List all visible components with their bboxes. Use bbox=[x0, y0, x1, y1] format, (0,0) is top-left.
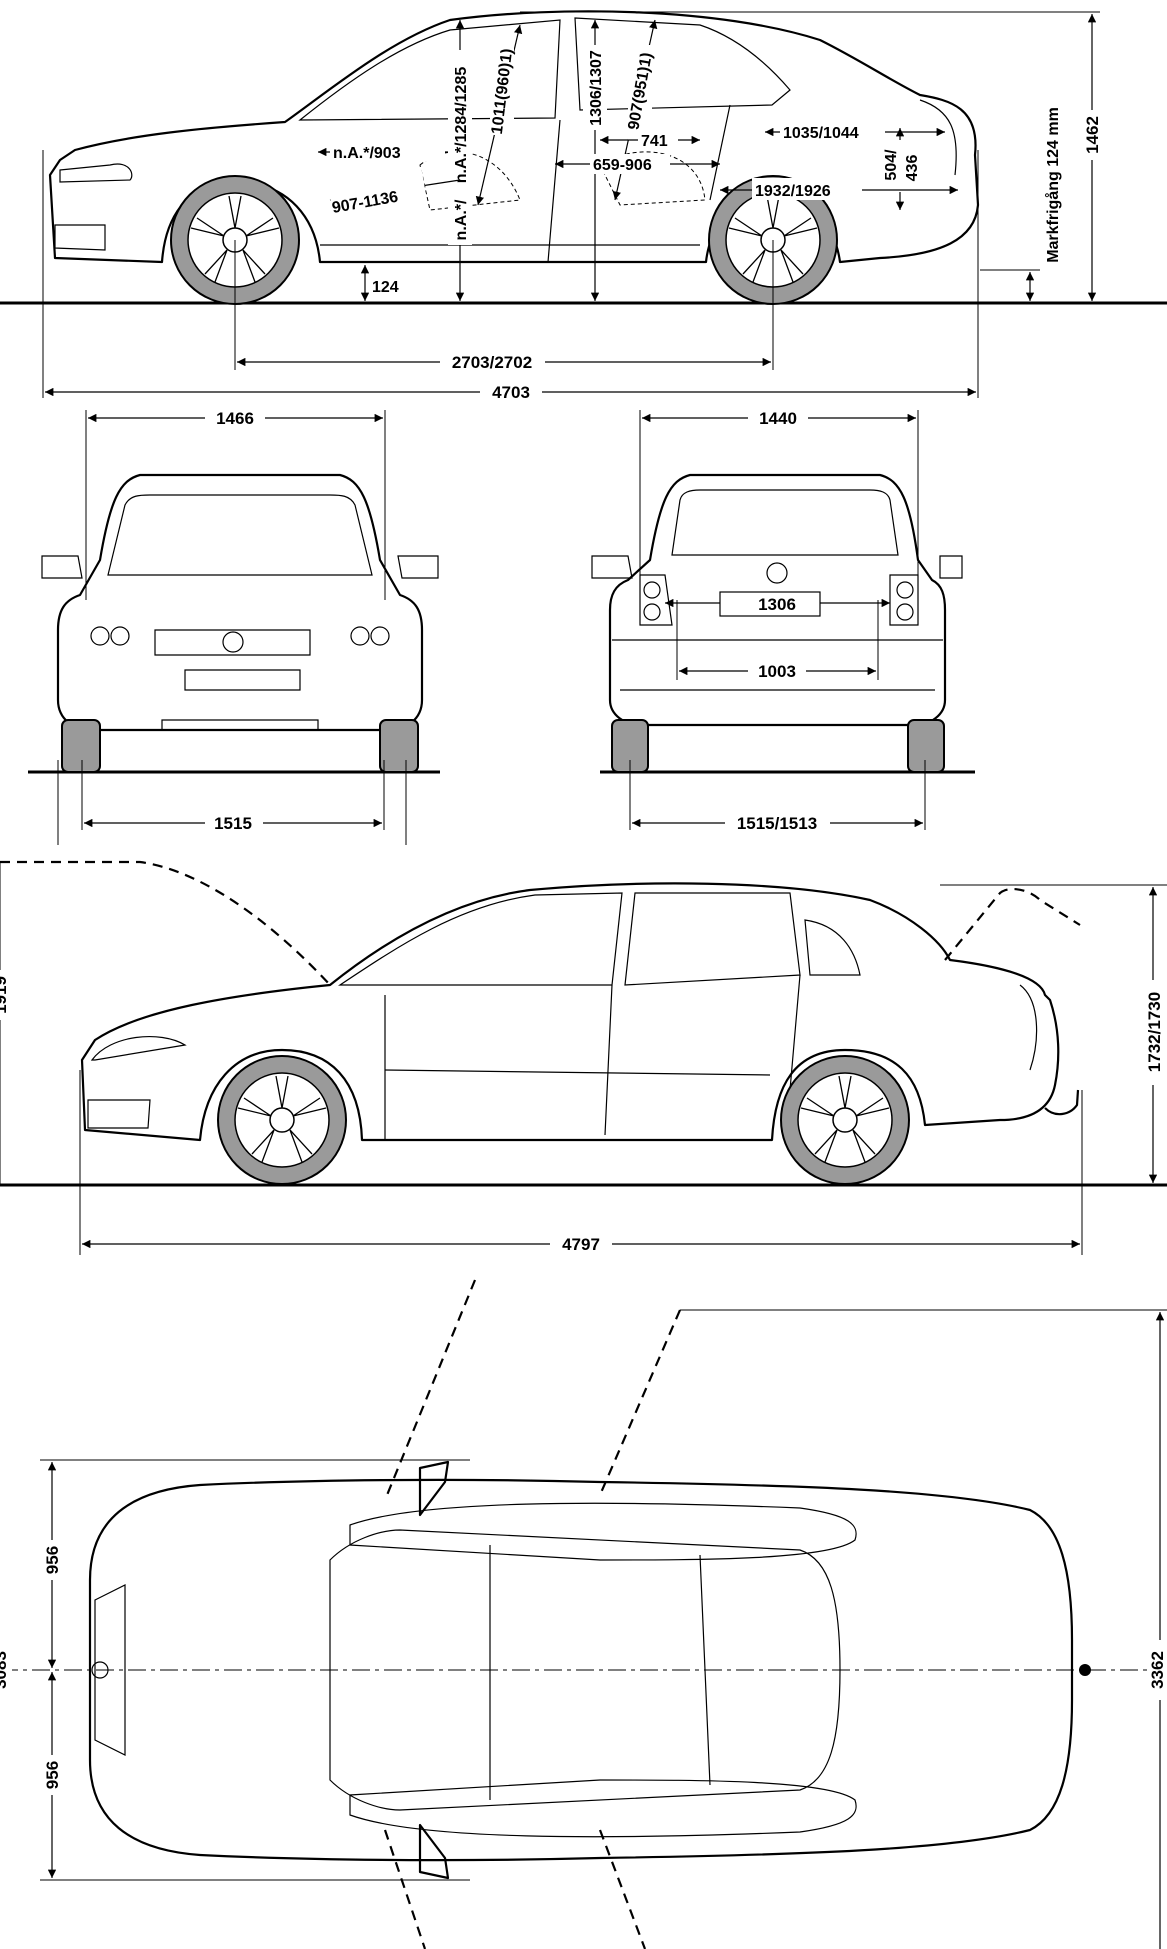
ground-clearance-note: Markfrigång 124 mm bbox=[1044, 107, 1062, 263]
front-door-swing-lower bbox=[383, 1829, 427, 1949]
top-body-outline bbox=[88, 1478, 1074, 1862]
trunk-length-label: 1035/1044 bbox=[783, 125, 859, 142]
rear-door-swing-upper bbox=[598, 1309, 682, 1496]
rear-door-swing-lower bbox=[598, 1829, 647, 1949]
rear-knee-label: 659-906 bbox=[593, 157, 652, 174]
front-headroom-label: n.A.*/1284/1285 bbox=[453, 67, 470, 184]
front-right-tyre bbox=[379, 719, 419, 773]
rear-inner-width-label: 1306 bbox=[758, 595, 796, 614]
top-view: 956 956 3083 3362 bbox=[0, 1279, 1167, 1949]
front-legroom-label: n.A.*/903 bbox=[333, 145, 401, 162]
rear-view: 1440 1306 1003 1515/1513 bbox=[591, 406, 975, 833]
open-trunk-outline bbox=[944, 887, 1081, 961]
front-width-label: 1466 bbox=[216, 409, 254, 428]
front-headroom-prefix: n.A.*/ bbox=[453, 199, 470, 240]
half-width-upper-label: 956 bbox=[43, 1546, 62, 1574]
side-body-outline bbox=[48, 10, 980, 264]
open-hood-height-label: 1919 bbox=[0, 976, 10, 1014]
front-view: 1466 1515 bbox=[28, 406, 440, 845]
open-front-wheel bbox=[217, 1055, 347, 1185]
overall-length-label: 4703 bbox=[492, 383, 530, 402]
front-track-label: 1515 bbox=[214, 814, 252, 833]
top-left-edge-label: 3083 bbox=[0, 1651, 10, 1689]
open-rear-wheel bbox=[780, 1055, 910, 1185]
open-trunk-height-label: 1732/1730 bbox=[1145, 992, 1164, 1072]
open-doors-width-label: 3362 bbox=[1148, 1651, 1167, 1689]
side-view: 2703/2702 4703 1462 Markfrigång 124 mm 1… bbox=[0, 10, 1167, 402]
rear-track-label: 1515/1513 bbox=[737, 814, 817, 833]
trunk-height-label-2: 436 bbox=[904, 155, 921, 182]
open-hood-outline bbox=[0, 860, 331, 986]
wheelbase-label: 2703/2702 bbox=[452, 353, 532, 372]
front-left-tyre bbox=[61, 719, 101, 773]
rear-headroom-label: 1306/1307 bbox=[588, 50, 605, 126]
top-mirror-lower bbox=[418, 1823, 450, 1880]
trunk-height-label: 504/ bbox=[883, 149, 900, 181]
trunk-opening-label: 1003 bbox=[758, 662, 796, 681]
clearance-label: 124 bbox=[372, 279, 399, 296]
load-length-label: 1932/1926 bbox=[755, 183, 831, 200]
rear-right-tyre bbox=[907, 719, 945, 773]
rear-width-label: 1440 bbox=[759, 409, 797, 428]
rear-legroom-label: 741 bbox=[641, 133, 668, 150]
front-body-outline bbox=[56, 473, 424, 732]
open-side-view: 1732/1730 1919 4797 bbox=[0, 860, 1167, 1255]
front-door-swing-upper bbox=[383, 1279, 477, 1501]
overall-height-label: 1462 bbox=[1083, 116, 1102, 154]
length-with-hitch-label: 4797 bbox=[562, 1235, 600, 1254]
half-width-lower-label: 956 bbox=[43, 1761, 62, 1789]
top-mirror-upper bbox=[418, 1460, 450, 1517]
open-side-body-outline bbox=[80, 882, 1060, 1142]
